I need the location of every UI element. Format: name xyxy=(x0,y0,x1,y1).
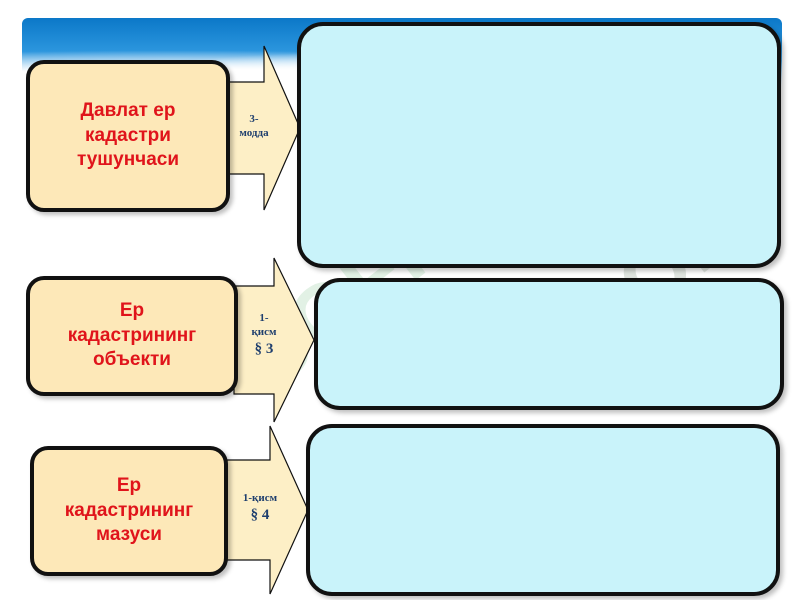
term-box-1: Давлат ер кадастри тушунчаси xyxy=(26,60,230,212)
answer-box-3[interactable] xyxy=(306,424,780,596)
arrow-2 xyxy=(233,257,315,423)
arrow-1 xyxy=(223,45,301,211)
arrow-3 xyxy=(225,425,309,595)
term-box-1-text: Давлат ер кадастри тушунчаси xyxy=(76,99,180,171)
arrow-2-label: 1- қисм § 3 xyxy=(238,312,290,358)
arrow-3-ref: 1-қисм xyxy=(242,492,278,504)
answer-box-1[interactable] xyxy=(297,22,781,268)
answer-box-2[interactable] xyxy=(314,278,784,410)
arrow-3-section: § 4 xyxy=(250,506,270,523)
arrow-3-label: 1-қисм § 4 xyxy=(232,492,288,525)
term-box-2-text: Ер кадастрининг объекти xyxy=(67,299,197,371)
term-box-3-text: Ер кадастрининг мазуси xyxy=(64,474,194,546)
term-box-2: Ер кадастрининг объекти xyxy=(26,276,238,396)
term-box-3: Ер кадастрининг мазуси xyxy=(30,446,228,576)
arrow-2-ref: 1- қисм xyxy=(251,312,277,338)
arrow-2-section: § 3 xyxy=(254,340,274,357)
arrow-1-label: 3- модда xyxy=(228,113,280,141)
arrow-1-ref: 3- модда xyxy=(239,113,269,139)
